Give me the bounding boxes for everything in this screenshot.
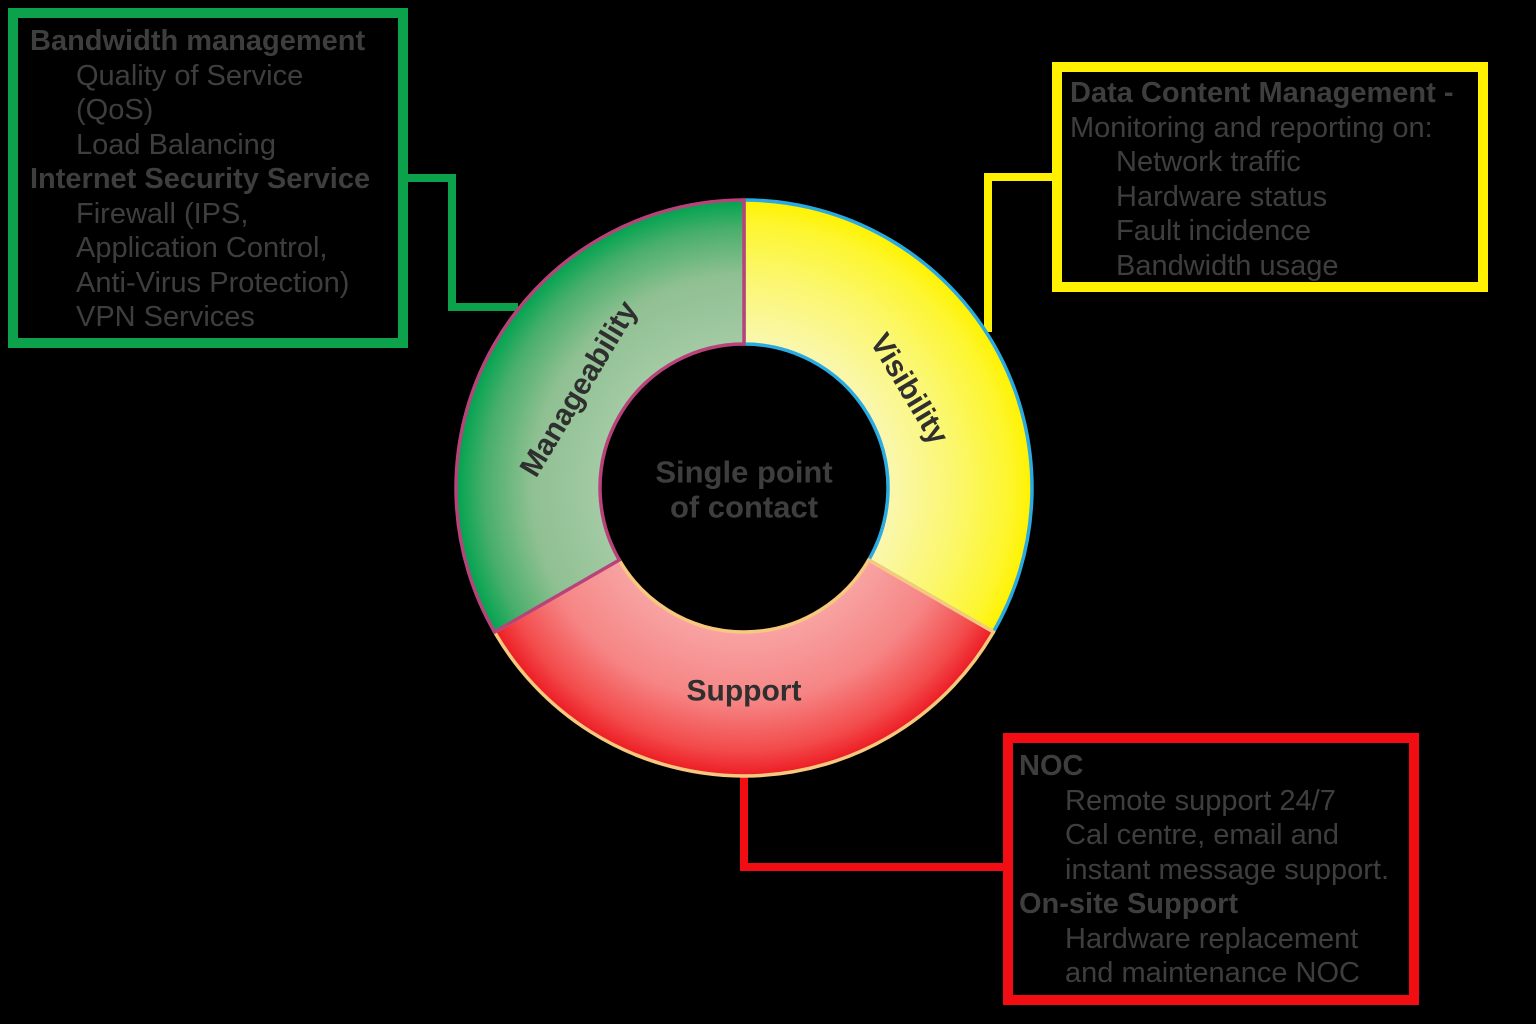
callout-item: and maintenance NOC — [1065, 957, 1360, 989]
segment-label-support: Support — [687, 675, 802, 708]
callout-item: Quality of Service — [76, 59, 304, 92]
callout-heading: Data Content Management - — [1070, 77, 1454, 109]
callout-item: Network traffic — [1116, 146, 1301, 178]
segment-visibility — [742, 198, 1034, 635]
callout-heading: Bandwidth management — [30, 25, 366, 57]
callout-bandwidth-management: Bandwidth management Quality of Service … — [8, 8, 408, 348]
center-text-line1: Single point — [655, 455, 832, 490]
callout-item: Bandwidth usage — [1116, 249, 1339, 282]
connector-support-line — [740, 774, 1008, 871]
callout-item: instant message support. — [1065, 853, 1390, 886]
callout-item: (QoS) — [76, 94, 154, 126]
segment-manageability — [454, 198, 746, 635]
callout-item: Firewall (IPS, — [76, 197, 249, 230]
connector-manageability-line — [408, 174, 518, 311]
callout-item: Hardware status — [1116, 180, 1328, 213]
segment-support — [492, 557, 996, 778]
callout-item: Cal centre, email and — [1065, 819, 1340, 851]
callout-item: Load Balancing — [76, 128, 276, 161]
callout-item: Hardware replacement — [1065, 922, 1359, 955]
callout-noc-support: NOC Remote support 24/7 Cal centre, emai… — [1003, 733, 1419, 1005]
callout-heading: Internet Security Service — [30, 163, 371, 195]
center-text-line2: of contact — [670, 490, 818, 525]
callout-item: Fault incidence — [1116, 215, 1312, 247]
callout-heading: NOC — [1019, 750, 1084, 782]
callout-item: Anti-Virus Protection) — [76, 266, 350, 299]
callout-item: Application Control, — [76, 232, 328, 264]
callout-heading: On-site Support — [1019, 888, 1239, 920]
callout-subheading: Monitoring and reporting on: — [1070, 111, 1433, 144]
callout-item: VPN Services — [76, 301, 255, 333]
callout-data-content-management: Data Content Management - Monitoring and… — [1052, 62, 1488, 292]
callout-item: Remote support 24/7 — [1065, 784, 1336, 817]
connector-visibility-line — [984, 173, 1052, 332]
